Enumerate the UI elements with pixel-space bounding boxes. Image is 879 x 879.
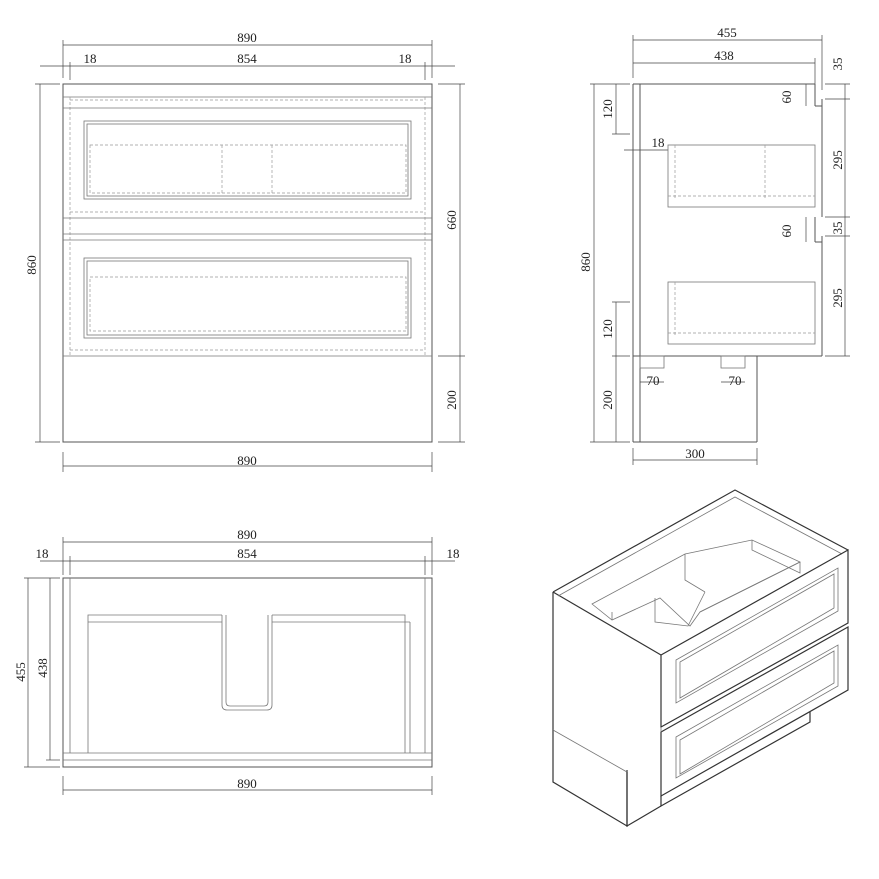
label-70-right: 70 bbox=[729, 373, 742, 388]
dim-side-right: 35 295 35 295 60 60 bbox=[779, 58, 850, 357]
top-cabinet bbox=[62, 577, 433, 768]
label-35-top: 35 bbox=[830, 58, 845, 71]
label-890-top-view: 890 bbox=[237, 527, 257, 542]
label-200-front: 200 bbox=[444, 390, 459, 410]
dim-legs: 70 70 bbox=[640, 373, 745, 388]
dim-top-depth: 455 438 bbox=[13, 577, 60, 768]
label-70-left: 70 bbox=[647, 373, 660, 388]
label-860-side: 860 bbox=[578, 252, 593, 272]
label-455-top: 455 bbox=[13, 662, 28, 682]
label-18-front-right: 18 bbox=[399, 51, 412, 66]
label-18-top-left: 18 bbox=[36, 546, 49, 561]
label-18-side: 18 bbox=[652, 135, 665, 150]
dim-height-860-front: 860 bbox=[24, 83, 60, 443]
dim-overall-width-bottom: 890 bbox=[62, 452, 433, 472]
label-120-lower: 120 bbox=[600, 319, 615, 339]
dim-right-front: 660 200 bbox=[438, 83, 465, 443]
label-18-front-left: 18 bbox=[84, 51, 97, 66]
dim-side-thickness: 18 bbox=[624, 135, 668, 151]
side-cabinet bbox=[632, 83, 823, 443]
label-890-front-top: 890 bbox=[237, 30, 257, 45]
label-438-top: 438 bbox=[35, 658, 50, 678]
label-295-lower: 295 bbox=[830, 288, 845, 308]
label-438-side: 438 bbox=[714, 48, 734, 63]
label-854-front: 854 bbox=[237, 51, 257, 66]
label-200-side: 200 bbox=[600, 390, 615, 410]
label-890-front-bottom: 890 bbox=[237, 453, 257, 468]
dim-top-width-bottom: 890 bbox=[62, 776, 433, 795]
dim-inner-width: 18 854 18 bbox=[40, 51, 455, 80]
front-drawer-top bbox=[63, 107, 432, 219]
dim-plinth-depth: 300 bbox=[632, 446, 758, 465]
label-300: 300 bbox=[685, 446, 705, 461]
front-cabinet-outline bbox=[62, 83, 433, 443]
side-view: 455 438 35 295 35 295 60 60 bbox=[578, 25, 850, 465]
label-295-upper: 295 bbox=[830, 150, 845, 170]
label-890-top-bottom: 890 bbox=[237, 776, 257, 791]
front-view: 890 18 854 18 860 660 200 bbox=[24, 30, 465, 472]
dim-overall-width-top: 890 bbox=[62, 30, 433, 78]
front-drawer-bottom bbox=[63, 233, 432, 357]
label-455-side: 455 bbox=[717, 25, 737, 40]
label-854-top: 854 bbox=[237, 546, 257, 561]
isometric-view bbox=[552, 489, 849, 828]
top-view: 890 18 854 18 455 438 bbox=[13, 527, 460, 795]
label-60-lower: 60 bbox=[779, 225, 794, 238]
dim-side-depth: 455 438 bbox=[632, 25, 823, 90]
label-660-front: 660 bbox=[444, 210, 459, 230]
label-120-upper: 120 bbox=[600, 99, 615, 119]
label-860-front: 860 bbox=[24, 255, 39, 275]
dim-top-width: 890 18 854 18 bbox=[36, 527, 460, 575]
label-60-upper: 60 bbox=[779, 91, 794, 104]
label-35-middle: 35 bbox=[830, 222, 845, 235]
label-18-top-right: 18 bbox=[447, 546, 460, 561]
dim-side-left: 860 120 120 200 bbox=[578, 83, 630, 443]
